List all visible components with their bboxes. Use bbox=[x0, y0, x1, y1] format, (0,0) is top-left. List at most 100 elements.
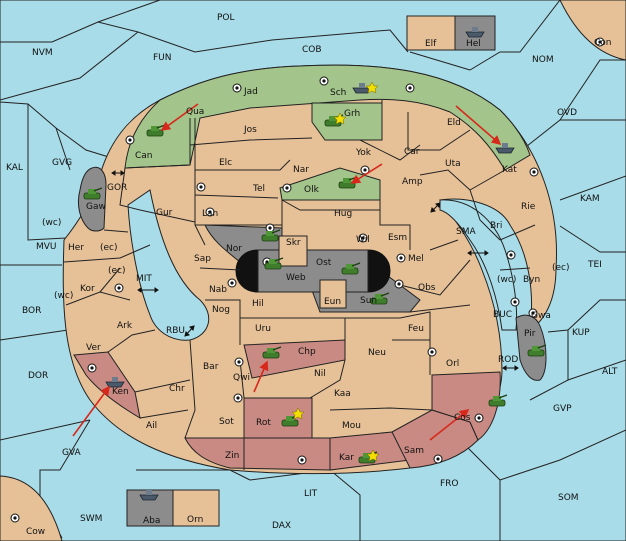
sea-label: BUC bbox=[493, 310, 512, 320]
sea-label: LIT bbox=[304, 489, 318, 499]
ship-icon bbox=[139, 490, 159, 501]
markers bbox=[291, 81, 380, 462]
land-label: Bri bbox=[490, 221, 502, 231]
supply-center-icon bbox=[358, 233, 368, 243]
land-label: Nog bbox=[212, 305, 230, 315]
land-label: Olk bbox=[304, 185, 320, 195]
move-arrow-icon bbox=[350, 163, 383, 184]
land-label: Sam bbox=[404, 446, 424, 456]
coast-tags: (wc) (ec) (ec) (wc) (wc) (ec) bbox=[42, 218, 570, 301]
land-label: Ken bbox=[112, 387, 129, 397]
tank-icon bbox=[264, 257, 284, 270]
supply-center-icon bbox=[319, 76, 329, 86]
units[interactable] bbox=[83, 27, 547, 501]
land-label: Uta bbox=[445, 159, 461, 169]
tank-icon bbox=[341, 262, 361, 275]
supply-center-icon bbox=[474, 413, 484, 423]
sea-label: KUP bbox=[572, 328, 590, 338]
land-label: Rot bbox=[256, 418, 271, 428]
sea-label: KAM bbox=[580, 194, 600, 204]
province-skr[interactable] bbox=[278, 235, 308, 267]
move-arrow-icon bbox=[253, 360, 269, 393]
land-label: Ark bbox=[117, 321, 133, 331]
supply-center-icon bbox=[394, 279, 404, 289]
coast-tag: (wc) bbox=[497, 275, 516, 285]
double-arrow-icon bbox=[137, 287, 159, 293]
land-label: Ail bbox=[146, 421, 157, 431]
land-label: Sot bbox=[219, 417, 234, 427]
move-arrow-icon bbox=[429, 409, 470, 441]
region-green-north bbox=[124, 64, 531, 171]
star-icon bbox=[365, 81, 379, 94]
coast-tag: (ec) bbox=[108, 266, 126, 276]
sea-label: GOR bbox=[107, 183, 127, 193]
sea-label: SMA bbox=[456, 227, 476, 237]
land-label: Hel bbox=[466, 39, 481, 49]
land-label: Gwa bbox=[531, 311, 551, 321]
province-eun[interactable] bbox=[319, 279, 347, 309]
sea-label: KAL bbox=[6, 163, 23, 173]
land-label: Sun bbox=[360, 296, 377, 306]
land-label: Nab bbox=[209, 285, 227, 295]
sea-label: BOR bbox=[22, 306, 41, 316]
move-arrow-icon bbox=[160, 103, 199, 131]
tank-icon bbox=[488, 394, 508, 407]
supply-center-icon bbox=[529, 167, 539, 177]
sea-label: Con bbox=[594, 38, 612, 48]
supply-center-icon bbox=[506, 250, 516, 260]
province-grh[interactable] bbox=[311, 102, 383, 141]
supply-center-icon bbox=[427, 347, 437, 357]
sea-label: POL bbox=[217, 13, 235, 23]
sea-label: GVG bbox=[52, 158, 72, 168]
land-label: Uru bbox=[255, 324, 271, 334]
supply-center-icon bbox=[227, 278, 237, 288]
province-cos[interactable] bbox=[431, 371, 501, 441]
star-icon bbox=[333, 112, 347, 125]
sea-label: DOR bbox=[28, 371, 48, 381]
double-arrow-icon bbox=[502, 365, 519, 371]
land-label: Skr bbox=[286, 238, 301, 248]
land-label: Tel bbox=[252, 184, 265, 194]
sea-label: GVP bbox=[553, 404, 572, 414]
supply-center-icon bbox=[282, 183, 292, 193]
land-label: Ver bbox=[86, 343, 101, 353]
sea-label: FRO bbox=[440, 479, 459, 489]
sea-label: NOM bbox=[532, 55, 554, 65]
province-zin[interactable] bbox=[184, 437, 331, 471]
land-label: Can bbox=[135, 151, 153, 161]
land-label: Ost bbox=[316, 258, 332, 268]
supply-center-icon bbox=[297, 455, 307, 465]
province-orn[interactable] bbox=[172, 489, 220, 527]
land-label: Aba bbox=[143, 516, 160, 526]
land-label: Gur bbox=[156, 208, 173, 218]
supply-centers bbox=[10, 37, 605, 523]
ship-icon bbox=[105, 377, 125, 388]
sea-label: SOM bbox=[558, 493, 579, 503]
land-label: Grh bbox=[344, 109, 360, 119]
sea-label: DAX bbox=[272, 521, 291, 531]
land-label: Jos bbox=[243, 125, 257, 135]
double-arrow-icon bbox=[111, 170, 125, 176]
tank-icon bbox=[83, 187, 103, 200]
double-arrow-icon bbox=[430, 202, 441, 213]
tank-icon bbox=[370, 292, 390, 305]
land-label: Nar bbox=[293, 165, 309, 175]
land-label: Rie bbox=[521, 202, 536, 212]
land-label: Zin bbox=[225, 451, 239, 461]
strait-east-end bbox=[367, 249, 391, 293]
sea-label: ALT bbox=[602, 367, 618, 377]
supply-center-icon bbox=[595, 37, 605, 47]
tank-icon bbox=[146, 124, 166, 137]
tank-icon bbox=[261, 229, 281, 242]
sea-label: RBU bbox=[166, 326, 185, 336]
tank-icon bbox=[527, 344, 547, 357]
star-icon bbox=[366, 449, 380, 462]
province-elf[interactable] bbox=[406, 15, 456, 51]
province-hel[interactable] bbox=[454, 15, 496, 51]
land-label: Eld bbox=[447, 118, 461, 128]
land-label: Hug bbox=[334, 209, 352, 219]
land-label: Qwi bbox=[233, 373, 250, 383]
land-label: Obs bbox=[418, 283, 436, 293]
double-arrows bbox=[111, 170, 519, 371]
